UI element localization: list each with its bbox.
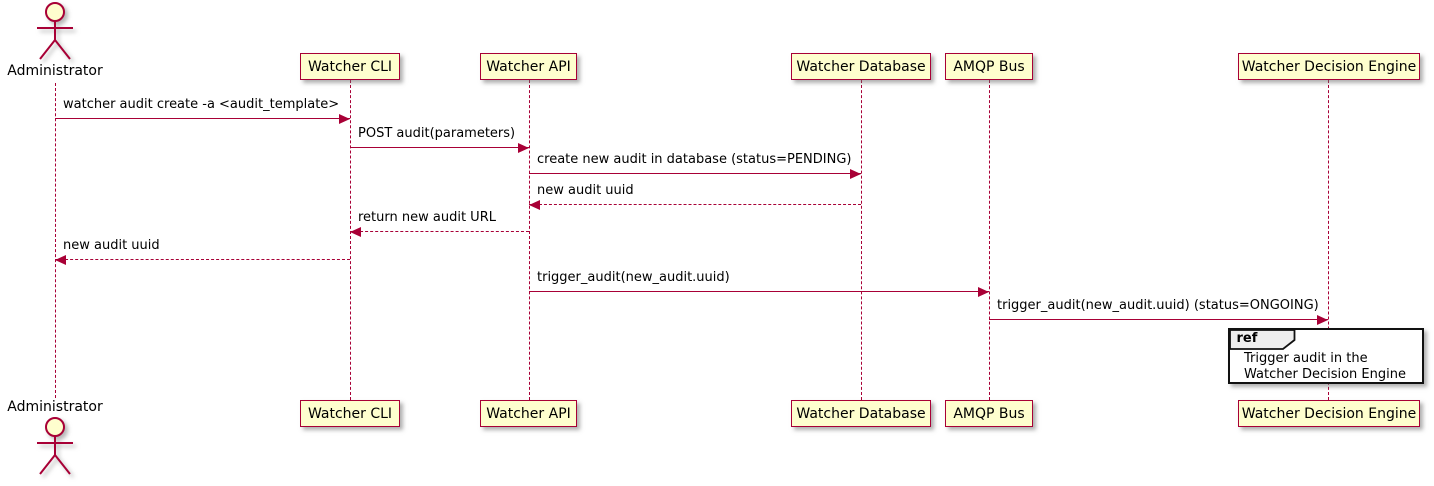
message-audit-create: watcher audit create -a <audit_template> (55, 95, 350, 124)
arrowhead-icon (529, 199, 540, 210)
arrowhead-icon (978, 286, 989, 297)
message-line (529, 173, 861, 174)
arrowhead-icon (1317, 314, 1328, 325)
actor-administrator-bottom: Administrator (7, 399, 103, 477)
message-line (55, 118, 350, 119)
message-label: POST audit(parameters) (358, 126, 516, 141)
message-line (55, 259, 350, 260)
message-label: trigger_audit(new_audit.uuid) (537, 270, 730, 285)
message-label: trigger_audit(new_audit.uuid) (status=ON… (997, 298, 1319, 313)
ref-body-line2: Watcher Decision Engine (1244, 367, 1406, 382)
participant-label: Watcher API (486, 58, 571, 75)
message-label: create new audit in database (status=PEN… (537, 152, 852, 167)
participant-watcher-database-top: Watcher Database (791, 53, 931, 80)
message-line (989, 319, 1328, 320)
participant-label: Watcher API (486, 405, 571, 422)
lifeline-watcher-cli (349, 80, 351, 400)
message-new-audit-uuid-admin: new audit uuid (55, 236, 350, 265)
lifeline-watcher-api (528, 80, 530, 400)
arrowhead-icon (55, 254, 66, 265)
participant-label: Watcher Database (796, 58, 926, 75)
ref-body-line1: Trigger audit in the (1244, 351, 1368, 366)
message-trigger-audit: trigger_audit(new_audit.uuid) (529, 268, 989, 297)
participant-amqp-bus-bottom: AMQP Bus (945, 400, 1033, 427)
arrowhead-icon (850, 168, 861, 179)
ref-tab-shape-icon (1229, 329, 1295, 350)
actor-stick-figure-icon (37, 2, 73, 60)
participant-watcher-api-bottom: Watcher API (480, 400, 577, 427)
message-line (529, 204, 861, 205)
message-label: new audit uuid (537, 183, 634, 198)
participant-label: Watcher Database (796, 405, 926, 422)
arrowhead-icon (350, 226, 361, 237)
ref-tab: ref (1229, 329, 1296, 350)
actor-label: Administrator (7, 63, 103, 79)
message-label: new audit uuid (63, 238, 160, 253)
message-create-audit-db: create new audit in database (status=PEN… (529, 150, 861, 179)
arrowhead-icon (339, 113, 350, 124)
participant-watcher-decision-engine-top: Watcher Decision Engine (1238, 53, 1420, 80)
participant-watcher-database-bottom: Watcher Database (791, 400, 931, 427)
participant-label: AMQP Bus (953, 405, 1025, 422)
message-line (350, 147, 529, 148)
lifeline-watcher-decision-engine (1327, 80, 1329, 400)
message-line (529, 291, 989, 292)
participant-watcher-api-top: Watcher API (480, 53, 577, 80)
participant-label: Watcher Decision Engine (1241, 58, 1417, 75)
participant-label: AMQP Bus (953, 58, 1025, 75)
actor-stick-figure-icon (37, 417, 73, 475)
arrowhead-icon (518, 142, 529, 153)
ref-body: Trigger audit in the Watcher Decision En… (1244, 351, 1406, 383)
message-line (350, 231, 529, 232)
message-trigger-audit-ongoing: trigger_audit(new_audit.uuid) (status=ON… (989, 296, 1328, 325)
participant-watcher-decision-engine-bottom: Watcher Decision Engine (1238, 400, 1420, 427)
participant-watcher-cli-top: Watcher CLI (300, 53, 400, 80)
participant-label: Watcher CLI (307, 405, 393, 422)
ref-keyword: ref (1236, 330, 1258, 346)
participant-label: Watcher Decision Engine (1241, 405, 1417, 422)
participant-label: Watcher CLI (307, 58, 393, 75)
actor-label: Administrator (7, 399, 103, 415)
lifeline-watcher-database (860, 80, 862, 400)
ref-fragment: ref Trigger audit in the Watcher Decisio… (1228, 328, 1424, 384)
lifeline-amqp-bus (988, 80, 990, 400)
message-post-audit: POST audit(parameters) (350, 124, 529, 153)
lifeline-administrator (54, 83, 56, 398)
message-new-audit-uuid-db: new audit uuid (529, 181, 861, 210)
actor-administrator-top: Administrator (7, 2, 103, 79)
message-return-audit-url: return new audit URL (350, 208, 529, 237)
message-label: watcher audit create -a <audit_template> (63, 97, 340, 112)
message-label: return new audit URL (358, 210, 496, 225)
participant-amqp-bus-top: AMQP Bus (945, 53, 1033, 80)
participant-watcher-cli-bottom: Watcher CLI (300, 400, 400, 427)
